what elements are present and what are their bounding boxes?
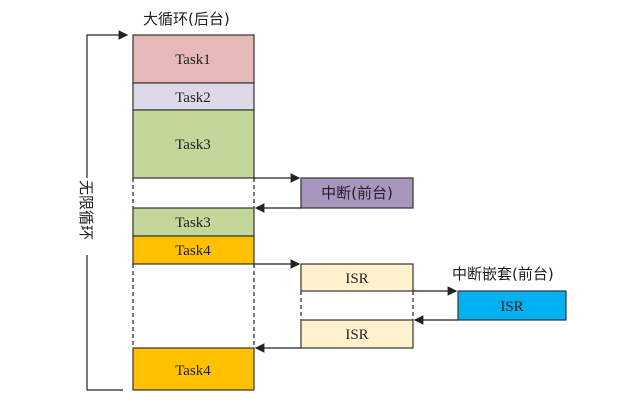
task1-label: Task1 [175,52,211,68]
gap-dashed-2 [132,264,255,348]
isr-label: ISR [345,271,368,287]
task3-resume-label: Task3 [175,215,211,231]
interrupt-block: 中断(前台) [300,177,414,209]
task3-resume-block: Task3 [132,207,255,237]
loop-bracket [86,30,129,391]
task3-label: Task3 [175,137,211,153]
task4-resume-label: Task4 [175,363,211,379]
task4-block: Task4 [132,235,255,265]
isr-gap-dashed [300,291,414,320]
nested-isr-label: ISR [500,299,523,315]
isr-block: ISR [300,263,414,292]
interrupt-label: 中断(前台) [321,184,393,202]
task4-label: Task4 [175,243,211,259]
loop-label: 无限循环 [77,180,95,240]
nested-interrupt-label: 中断嵌套(前台) [452,265,554,283]
main-loop-title: 大循环(后台) [143,10,230,28]
isr-resume-label: ISR [345,327,368,343]
task4-resume-block: Task4 [132,347,255,391]
nested-isr-block: ISR [457,290,567,321]
task3-block: Task3 [132,109,255,179]
task2-block: Task2 [132,82,255,111]
isr-resume-block: ISR [300,319,414,349]
task2-label: Task2 [175,90,211,106]
task1-block: Task1 [132,34,255,84]
gap-dashed-1 [132,178,255,208]
